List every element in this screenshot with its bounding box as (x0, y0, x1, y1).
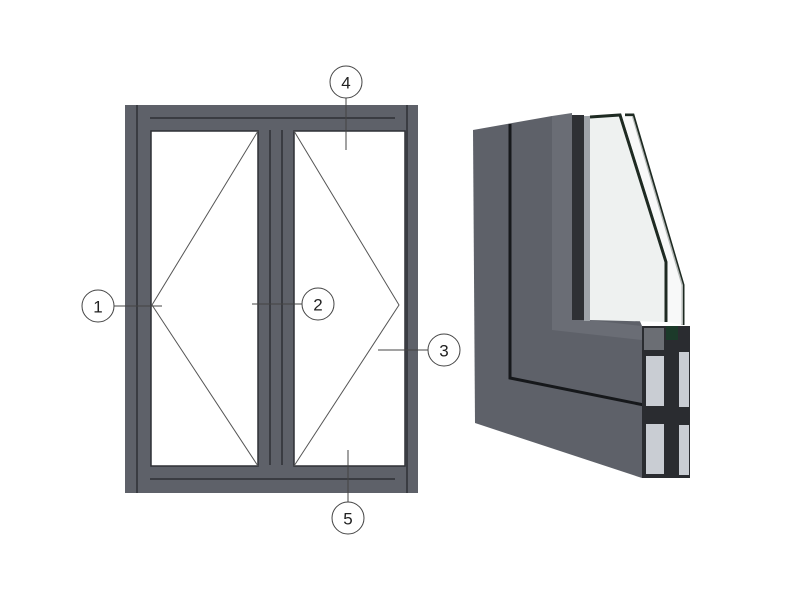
callout-1: 1 (81, 289, 162, 323)
left-glass-pane (150, 130, 259, 467)
callout-3: 3 (378, 333, 461, 367)
window-front-view (125, 105, 418, 493)
callout-4: 4 (329, 65, 363, 150)
left-opening-indicator (151, 130, 259, 467)
callout-label: 3 (439, 342, 448, 361)
profile-section-3d (473, 113, 690, 478)
callout-label: 2 (313, 296, 322, 315)
callout-5: 5 (331, 450, 365, 535)
callout-2: 2 (252, 287, 335, 321)
right-opening-indicator (293, 130, 400, 467)
callout-label: 4 (341, 74, 350, 93)
callout-label: 1 (93, 298, 102, 317)
callout-label: 5 (343, 510, 352, 529)
